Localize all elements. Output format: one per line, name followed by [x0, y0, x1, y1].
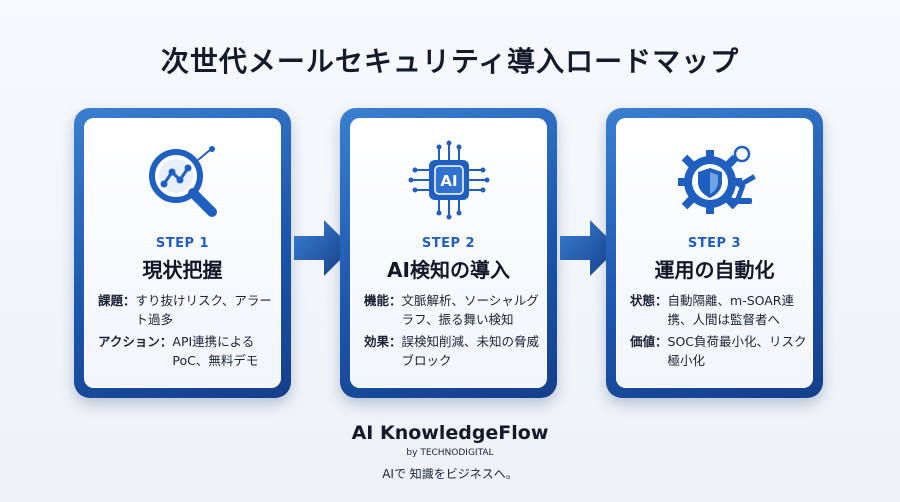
brand-tagline: AIで 知識をビジネスへ。 [382, 467, 518, 481]
card-description: 状態： 自動隔離、m-SOAR連携、人間は監督者へ 価値： SOC負荷最小化、リ… [630, 291, 807, 373]
roadmap-card-step-3: STEP 3 運用の自動化 状態： 自動隔離、m-SOAR連携、人間は監督者へ … [606, 108, 823, 398]
row-label: 効果： [364, 334, 402, 349]
arrow-right-icon [560, 220, 618, 276]
desc-row: 課題： すり抜けリスク、アラート過多 [98, 291, 275, 329]
card-content: AI STEP 2 AI検知の導入 機能： 文脈解析、ソーシャルグラフ、振る舞い… [350, 118, 547, 388]
card-content: STEP 1 現状把握 課題： すり抜けリスク、アラート過多 アクション： AP… [84, 118, 281, 388]
step-label: STEP 3 [687, 236, 742, 251]
brand-name: AI KnowledgeFlow [351, 422, 549, 444]
card-heading: 現状把握 [142, 258, 223, 282]
desc-row: アクション： API連携によるPoC、無料デモ [98, 332, 275, 370]
step-label: STEP 1 [155, 236, 210, 251]
card-description: 機能： 文脈解析、ソーシャルグラフ、振る舞い検知 効果： 誤検知削減、未知の脅威… [364, 291, 541, 373]
desc-row: 効果： 誤検知削減、未知の脅威ブロック [364, 332, 541, 370]
roadmap-card-step-1: STEP 1 現状把握 課題： すり抜けリスク、アラート過多 アクション： AP… [74, 108, 291, 398]
row-value: 文脈解析、ソーシャルグラフ、振る舞い検知 [401, 293, 539, 327]
row-label: アクション： [98, 334, 173, 349]
svg-text:AI: AI [440, 172, 457, 190]
desc-row: 価値： SOC負荷最小化、リスク極小化 [630, 332, 807, 370]
ai-chip-icon: AI [350, 140, 547, 220]
row-value: すり抜けリスク、アラート過多 [135, 293, 272, 327]
row-label: 価値： [630, 334, 668, 349]
desc-row: 状態： 自動隔離、m-SOAR連携、人間は監督者へ [630, 291, 807, 329]
card-heading: AI検知の導入 [387, 258, 510, 282]
row-label: 状態： [630, 293, 668, 308]
roadmap-card-step-2: AI STEP 2 AI検知の導入 機能： 文脈解析、ソーシャルグラフ、振る舞い… [340, 108, 557, 398]
step-label: STEP 2 [421, 236, 476, 251]
page-title: 次世代メールセキュリティ導入ロードマップ [160, 45, 740, 78]
desc-row: 機能： 文脈解析、ソーシャルグラフ、振る舞い検知 [364, 291, 541, 329]
brand-byline: by TECHNODIGITAL [406, 448, 494, 458]
card-content: STEP 3 運用の自動化 状態： 自動隔離、m-SOAR連携、人間は監督者へ … [616, 118, 813, 388]
magnifier-chart-icon [84, 140, 281, 220]
row-value: 自動隔離、m-SOAR連携、人間は監督者へ [667, 293, 794, 327]
card-description: 課題： すり抜けリスク、アラート過多 アクション： API連携によるPoC、無料… [98, 291, 275, 373]
row-label: 機能： [364, 293, 402, 308]
row-value: 誤検知削減、未知の脅威ブロック [401, 334, 540, 368]
arrow-right-icon [294, 220, 352, 276]
card-heading: 運用の自動化 [654, 258, 775, 282]
row-value: SOC負荷最小化、リスク極小化 [667, 334, 807, 368]
gear-shield-robot-icon [616, 140, 813, 220]
row-value: API連携によるPoC、無料デモ [172, 334, 259, 368]
row-label: 課題： [98, 293, 136, 308]
